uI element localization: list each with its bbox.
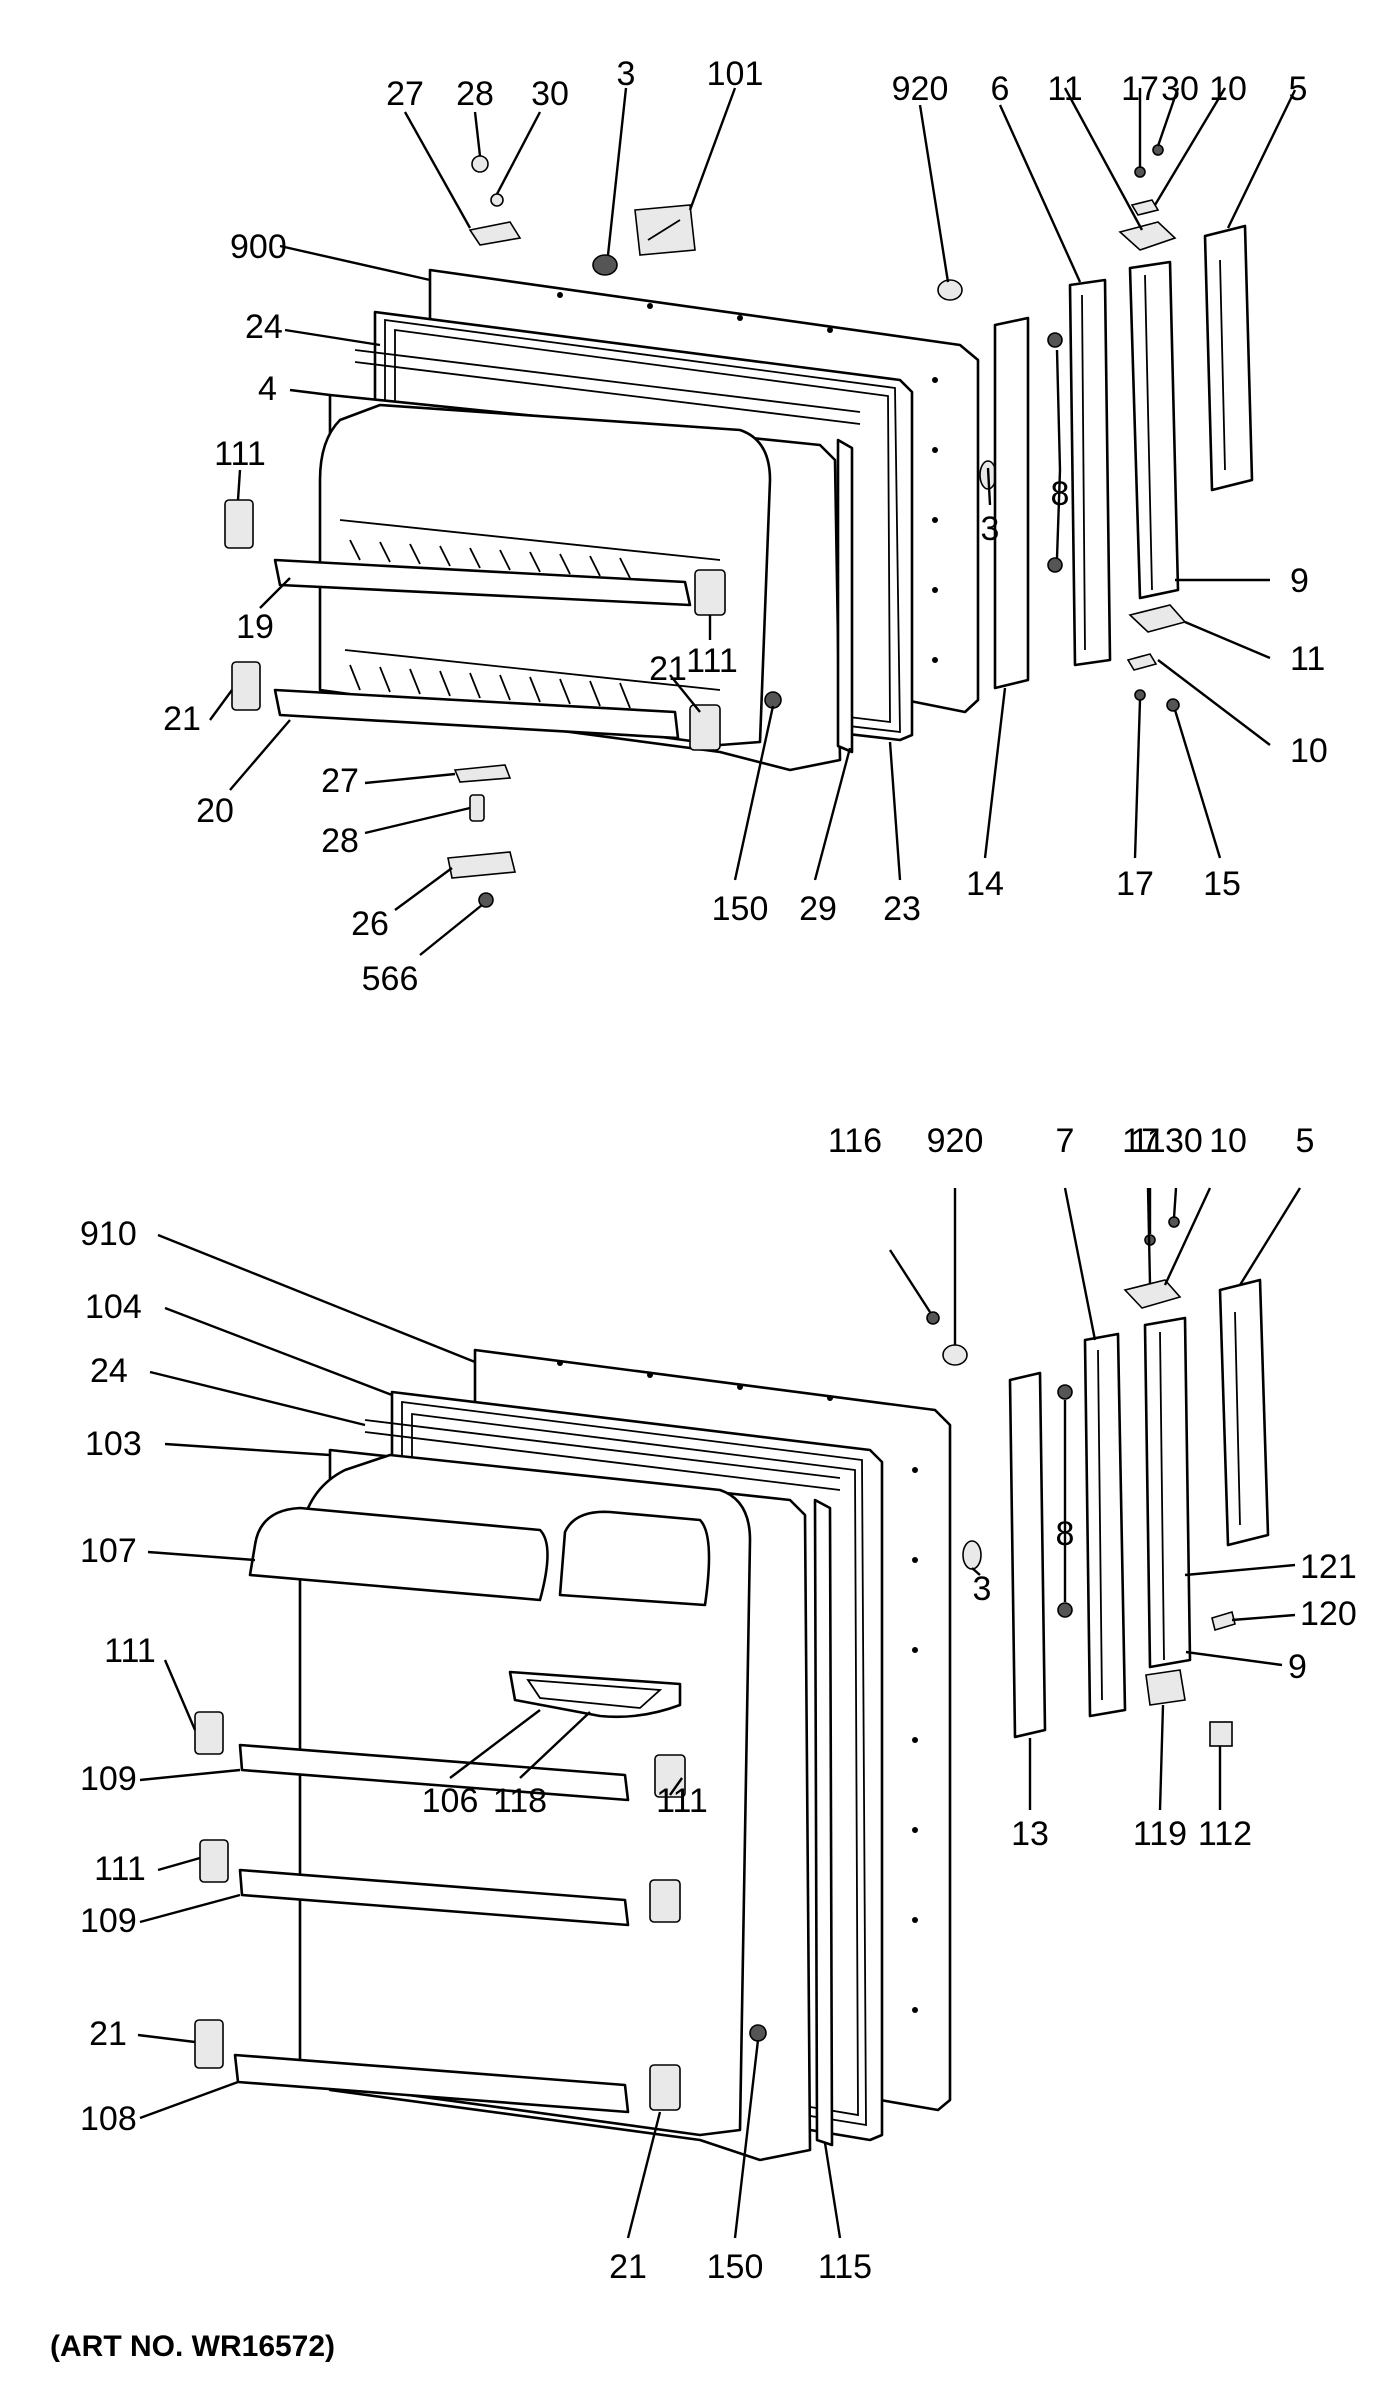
callout-111: 111 <box>104 1632 156 1670</box>
callout-28: 28 <box>321 822 359 860</box>
callout-900: 900 <box>230 228 287 266</box>
callout-119: 119 <box>1133 1815 1187 1853</box>
callout-21: 21 <box>649 650 687 688</box>
callout-5: 5 <box>1289 70 1308 108</box>
callout-24: 24 <box>90 1352 128 1390</box>
leader-lines <box>137 87 1302 2239</box>
callout-910: 910 <box>80 1215 137 1253</box>
callout-17: 17 <box>1116 865 1154 903</box>
callout-106: 106 <box>422 1782 479 1820</box>
callout-8: 8 <box>1056 1515 1075 1553</box>
callout-4: 4 <box>258 370 277 408</box>
callout-920: 920 <box>892 70 949 108</box>
callout-15: 15 <box>1203 865 1241 903</box>
callout-13: 13 <box>1011 1815 1049 1853</box>
callout-111: 111 <box>214 435 266 473</box>
callout-9: 9 <box>1290 562 1309 600</box>
callout-17: 17 <box>1122 1122 1160 1160</box>
callout-11: 11 <box>1290 640 1325 678</box>
callout-120: 120 <box>1300 1595 1357 1633</box>
callout-920: 920 <box>927 1122 984 1160</box>
callout-14: 14 <box>966 865 1004 903</box>
callout-3: 3 <box>981 510 1000 548</box>
callout-111: 111 <box>94 1850 146 1888</box>
fresh-food-door-assembly <box>194 1216 1270 2162</box>
callout-118: 118 <box>493 1782 547 1820</box>
callout-28: 28 <box>456 75 494 113</box>
callout-109: 109 <box>80 1760 137 1798</box>
callout-7: 7 <box>1056 1122 1075 1160</box>
callout-21: 21 <box>609 2248 647 2286</box>
callout-111: 111 <box>686 642 738 680</box>
fresh-food-callouts: 116 920 7 11 17 30 10 5 910 104 24 103 1… <box>80 1122 1357 2286</box>
callout-566: 566 <box>362 960 419 998</box>
callout-8: 8 <box>1051 475 1070 513</box>
callout-150: 150 <box>707 2248 764 2286</box>
callout-30: 30 <box>531 75 569 113</box>
callout-29: 29 <box>799 890 837 928</box>
freezer-callouts: 27 28 30 3 101 920 6 11 17 30 10 5 900 2… <box>163 55 1328 998</box>
callout-19: 19 <box>236 608 274 646</box>
callout-26: 26 <box>351 905 389 943</box>
callout-27: 27 <box>386 75 424 113</box>
art-number-caption: (ART NO. WR16572) <box>50 2330 336 2363</box>
callout-6: 6 <box>991 70 1010 108</box>
callout-24: 24 <box>245 308 283 346</box>
callout-116: 116 <box>828 1122 882 1160</box>
callout-109: 109 <box>80 1902 137 1940</box>
callout-21: 21 <box>89 2015 127 2053</box>
freezer-door-assembly <box>224 144 1254 908</box>
callout-112: 112 <box>1198 1815 1252 1853</box>
callout-11: 11 <box>1047 70 1082 108</box>
callout-30: 30 <box>1161 70 1199 108</box>
callout-21: 21 <box>163 700 201 738</box>
callout-104: 104 <box>85 1288 142 1326</box>
callout-9: 9 <box>1288 1648 1307 1686</box>
callout-10: 10 <box>1209 1122 1247 1160</box>
callout-23: 23 <box>883 890 921 928</box>
callout-17: 17 <box>1121 70 1159 108</box>
callout-30: 30 <box>1165 1122 1203 1160</box>
callout-115: 115 <box>818 2248 872 2286</box>
callout-107: 107 <box>80 1532 137 1570</box>
callout-103: 103 <box>85 1425 142 1463</box>
callout-3: 3 <box>973 1570 992 1608</box>
callout-150: 150 <box>712 890 769 928</box>
callout-121: 121 <box>1300 1548 1357 1586</box>
callout-5: 5 <box>1296 1122 1315 1160</box>
callout-20: 20 <box>196 792 234 830</box>
callout-10: 10 <box>1209 70 1247 108</box>
callout-11: 11 <box>1130 1122 1165 1160</box>
callout-101: 101 <box>707 55 764 93</box>
callout-108: 108 <box>80 2100 137 2138</box>
callout-111: 111 <box>656 1782 708 1820</box>
callout-10: 10 <box>1290 732 1328 770</box>
callout-3: 3 <box>617 55 636 93</box>
callout-27: 27 <box>321 762 359 800</box>
